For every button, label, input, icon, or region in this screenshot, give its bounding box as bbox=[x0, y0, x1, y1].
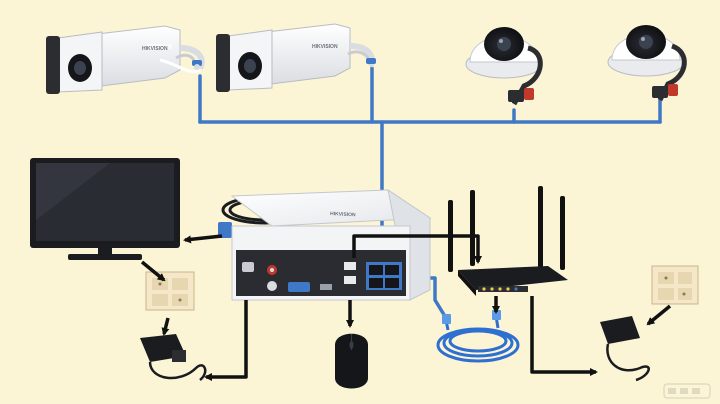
camera1-brand-label: HIKVISION bbox=[142, 46, 168, 52]
wall-socket-icon bbox=[651, 265, 699, 305]
dome-camera-2[interactable] bbox=[607, 25, 687, 102]
arrow-monitor-to-outlet bbox=[140, 260, 166, 282]
arrow-outlet-to-adapter bbox=[161, 317, 170, 336]
wifi-router[interactable] bbox=[448, 186, 568, 296]
wall-outlet-right bbox=[651, 265, 699, 305]
monitor[interactable] bbox=[30, 158, 180, 260]
power-adapter-left bbox=[140, 334, 207, 381]
monitor-icon bbox=[30, 158, 180, 260]
ethernet-patch-cable bbox=[436, 310, 520, 363]
bullet-camera-icon: HIKVISION bbox=[216, 23, 375, 92]
arrow-nvr-to-router-top bbox=[352, 234, 482, 264]
dome-camera-icon bbox=[465, 27, 543, 79]
arrow-router-power bbox=[530, 296, 598, 376]
ethernet-cable-icon bbox=[436, 315, 520, 363]
bullet-camera-icon: HIKVISION bbox=[46, 25, 205, 94]
nvr-brand-label: HIKVISION bbox=[330, 211, 356, 218]
nvr-recorder[interactable]: HIKVISION bbox=[230, 188, 432, 301]
watermark-logo-icon bbox=[663, 383, 711, 399]
dome-camera-icon bbox=[607, 25, 685, 77]
connection-arrows bbox=[140, 234, 672, 381]
bullet-camera-2[interactable]: HIKVISION bbox=[216, 23, 375, 92]
watermark bbox=[663, 383, 711, 399]
usb-mouse[interactable] bbox=[335, 333, 368, 389]
arrow-nvr-power bbox=[204, 300, 248, 381]
power-adapter-icon bbox=[140, 334, 207, 381]
wall-socket-icon bbox=[145, 271, 195, 311]
camera2-brand-label: HIKVISION bbox=[312, 44, 338, 50]
arrow-nvr-to-monitor bbox=[183, 234, 223, 244]
bullet-camera-1[interactable]: HIKVISION bbox=[46, 25, 205, 94]
arrow-outlet-right-to-adapter bbox=[646, 304, 672, 326]
mouse-icon bbox=[335, 333, 368, 389]
power-adapter-right bbox=[600, 316, 650, 382]
camera1-connector bbox=[175, 53, 202, 70]
power-adapter-icon bbox=[600, 316, 650, 382]
nvr-icon: HIKVISION bbox=[230, 188, 432, 301]
dome-camera-1[interactable] bbox=[465, 27, 543, 106]
wifi-router-icon bbox=[448, 186, 568, 296]
camera2-connector bbox=[347, 50, 376, 64]
wall-outlet-left bbox=[145, 271, 195, 311]
